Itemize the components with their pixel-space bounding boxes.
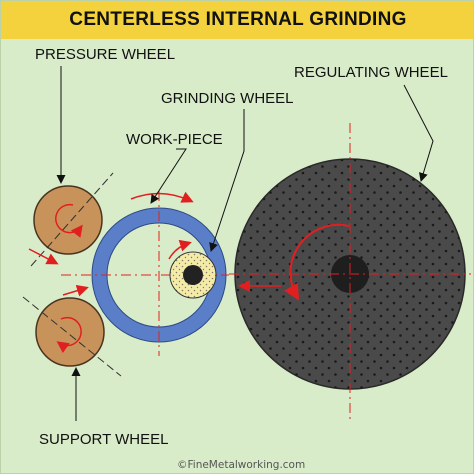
support-wheel-label: SUPPORT WHEEL [39, 431, 168, 448]
work-piece-rotation-arrow [130, 191, 194, 203]
grinding-wheel-leader [209, 109, 245, 252]
credit-text: ©FineMetalworking.com [177, 459, 305, 471]
regulating-rotation-arrow [284, 223, 350, 301]
grinding-rotation-arrow [168, 239, 192, 260]
support-wheel [22, 284, 122, 377]
pressure-wheel-label: PRESSURE WHEEL [35, 46, 175, 63]
regulating-wheel-label: REGULATING WHEEL [294, 64, 448, 81]
pressure-rotation-arrow [55, 203, 83, 238]
support-force-arrow [62, 284, 89, 297]
work-piece-label: WORK-PIECE [126, 131, 223, 148]
work-piece-leader [150, 148, 187, 204]
grinding-wheel-hub [183, 265, 203, 285]
regulating-wheel-leader [403, 84, 434, 182]
grinding-wheel [168, 239, 217, 299]
support-rotation-arrow [56, 316, 82, 354]
pressure-wheel [28, 172, 114, 267]
page-title: CENTERLESS INTERNAL GRINDING [69, 9, 407, 30]
grinding-wheel-label: GRINDING WHEEL [161, 90, 294, 107]
title-bar: CENTERLESS INTERNAL GRINDING [1, 1, 473, 39]
regulating-wheel [229, 123, 471, 421]
pressure-force-arrow [28, 248, 59, 265]
